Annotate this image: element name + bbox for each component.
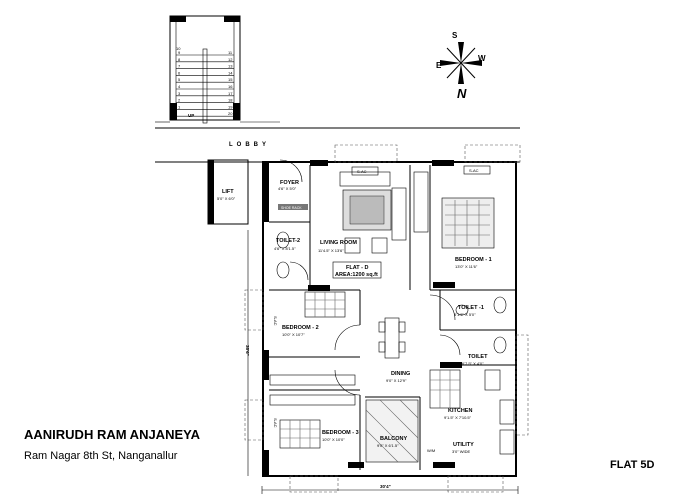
ac-label-bedroom1: S-AC [469,168,479,173]
kitchen-label: KITCHEN [448,408,472,414]
toilet2-label: TOILET-2 [276,238,300,244]
compass-s: S [452,31,458,40]
bedroom2-label: BEDROOM - 2 [282,325,319,331]
furniture [269,171,515,463]
step-number: 6 [178,70,181,75]
toilet1-size: 6'1.5" X 5'0" [454,312,476,317]
flat-number: FLAT 5D [610,459,655,471]
ac-label-living: S-AC [357,169,367,174]
step-number: 2 [178,98,181,103]
flat-area-label: AREA:1200 sq.ft [335,272,378,278]
staircase: 9 11 8 12 7 13 6 14 5 15 4 16 3 17 2 18 1 19 20 10 UP [169,15,241,124]
lift-label: LIFT [222,189,234,195]
step-number: 12 [228,57,233,62]
room-labels: FOYER 4'6" X 5'0" TOILET-2 4'6" X 8'1.5"… [274,180,492,454]
ac-labels: S-AC S-AC S-AC S-AC [273,165,491,428]
utility-size: 3'0" WIDE [452,449,471,454]
bedroom3-size: 10'0" X 10'0" [322,437,345,442]
step-number: 11 [228,50,233,55]
bedroom3-label: BEDROOM - 3 [322,430,359,436]
compass-w: W [478,54,486,63]
bedroom1-label: BEDROOM - 1 [455,257,492,263]
flat-name-label: FLAT - D [346,265,369,271]
utility-label: UTILITY [453,442,474,448]
balcony-size: 9'0" X 6'1.5" [377,443,399,448]
shoe-rack-label: SHOE RACK [281,206,302,210]
address: Ram Nagar 8th St, Nanganallur [24,450,178,462]
stair-up-label: UP [188,113,194,118]
step-number: 18 [228,98,233,103]
lift: LIFT 5'0" X 6'0" [207,159,249,225]
balcony-label: BALCONY [380,436,408,442]
step-number: 19 [228,104,233,109]
living-room-size: 11'4.5" X 13'6" [318,248,344,253]
bedroom2-size: 10'0" X 10'7" [282,332,305,337]
step-number: 14 [228,70,233,75]
step-number: 10 [176,46,181,51]
step-number: 5 [178,77,181,82]
toilet-size: 6'7.5" X 4'0" [462,361,484,366]
washing-machine-label: W/M [427,448,435,453]
step-number: 9 [178,50,181,55]
step-number: 17 [228,91,233,96]
step-number: 15 [228,77,233,82]
width-dimension: 30'4" [380,484,391,489]
compass-e: E [436,61,442,70]
dimension-lines: 30'4" 38'6" [245,230,519,494]
depth-dimension: 38'6" [245,345,250,356]
foyer-label: FOYER [280,180,299,186]
step-number: 3 [178,91,181,96]
toilet1-label: TOILET -1 [458,305,484,311]
living-room-label: LIVING ROOM [320,240,357,246]
step-number: 13 [228,64,233,69]
owner-name: AANIRUDH RAM ANJANEYA [24,427,200,442]
foyer-size: 4'6" X 5'0" [278,186,297,191]
toilet2-size: 4'6" X 8'1.5" [274,246,296,251]
dining-size: 9'0" X 12'9" [386,378,407,383]
compass-n: N [457,86,467,101]
lobby-label: LOBBY [229,142,270,148]
step-number: 1 [178,104,181,109]
step-number: 20 [228,111,233,116]
step-number: 8 [178,57,181,62]
bedroom1-size: 13'0" X 11'6" [455,264,478,269]
compass: S W E N [436,31,486,101]
ac-label-bedroom2: S-AC [273,316,278,326]
step-number: 16 [228,84,233,89]
dining-label: DINING [391,371,410,377]
step-number: 4 [178,84,181,89]
flat-walls [244,144,529,493]
step-number: 7 [178,64,181,69]
lift-size: 5'0" X 6'0" [217,196,236,201]
ac-label-bedroom3: S-AC [273,418,278,428]
kitchen-size: 9'1.5" X 7'10.5" [444,415,472,420]
toilet-label: TOILET [468,354,488,360]
